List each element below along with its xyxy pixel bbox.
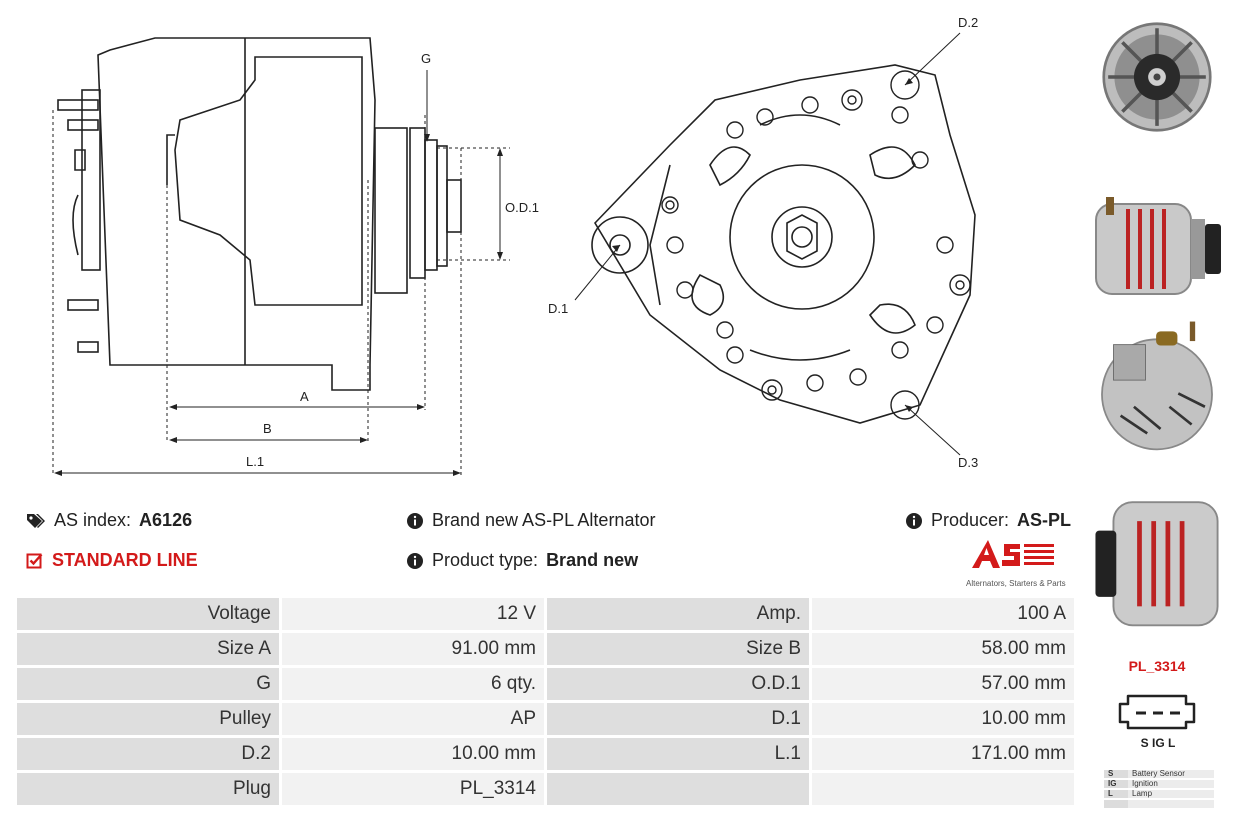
front-view-drawing: D.2 D.3 D.1 (548, 15, 978, 470)
spec-label (547, 773, 809, 805)
product-photo-rear (1101, 321, 1213, 451)
spec-label: Size A (17, 633, 279, 665)
as-pl-logo: Alternators, Starters & Parts (966, 538, 1068, 588)
producer-row: Producer: AS-PL (905, 510, 1071, 531)
producer-value: AS-PL (1017, 510, 1072, 530)
info-icon (906, 512, 922, 529)
legend-key: S (1104, 770, 1128, 778)
label-b: B (263, 421, 272, 436)
legend-key: L (1104, 790, 1128, 798)
label-d3: D.3 (958, 455, 978, 470)
product-photo-front (1102, 22, 1212, 132)
info-icon (407, 552, 423, 569)
as-index-label: AS index: (54, 510, 132, 530)
spec-label: Amp. (547, 598, 809, 630)
tags-icon (27, 513, 45, 528)
label-g: G (421, 51, 431, 66)
label-d2: D.2 (958, 15, 978, 30)
spec-label: G (17, 668, 279, 700)
spec-label: O.D.1 (547, 668, 809, 700)
standard-line-row: STANDARD LINE (26, 550, 198, 571)
info-icon (407, 512, 423, 529)
product-description: Brand new AS-PL Alternator (432, 510, 656, 530)
spec-label: Size B (547, 633, 809, 665)
spec-value: 100 A (812, 598, 1074, 630)
spec-label: D.1 (547, 703, 809, 735)
label-d1: D.1 (548, 301, 568, 316)
product-photo-side (1095, 197, 1221, 295)
standard-line-label: STANDARD LINE (52, 550, 198, 570)
legend-row (1104, 800, 1214, 808)
product-type-row: Product type: Brand new (406, 550, 638, 571)
product-type-value: Brand new (546, 550, 639, 570)
spec-value: AP (282, 703, 544, 735)
label-od1: O.D.1 (505, 200, 539, 215)
product-type-label: Product type: (432, 550, 539, 570)
spec-label: Pulley (17, 703, 279, 735)
side-view-drawing: G O.D.1 A B L.1 (52, 37, 539, 476)
as-logo-mark (972, 540, 1054, 568)
spec-value: 57.00 mm (812, 668, 1074, 700)
spec-value: 91.00 mm (282, 633, 544, 665)
as-index-row: AS index: A6126 (26, 510, 192, 531)
label-a: A (300, 389, 309, 404)
label-l1: L.1 (246, 454, 264, 469)
product-photo-angle (1095, 501, 1219, 627)
legend-key: IG (1104, 780, 1128, 788)
spec-value: 171.00 mm (812, 738, 1074, 770)
as-index-value: A6126 (139, 510, 193, 530)
spec-label: Voltage (17, 598, 279, 630)
spec-value: 10.00 mm (282, 738, 544, 770)
legend-value (1128, 800, 1214, 808)
spec-value: 6 qty. (282, 668, 544, 700)
spec-label: L.1 (547, 738, 809, 770)
legend-key (1104, 800, 1128, 808)
checkbox-icon (26, 553, 43, 568)
plug-name: PL_3314 (1128, 658, 1186, 674)
spec-value (812, 773, 1074, 805)
plug-diagram-icon: S IG L (1118, 694, 1196, 750)
spec-value: PL_3314 (282, 773, 544, 805)
description-row: Brand new AS-PL Alternator (406, 510, 655, 531)
logo-tagline: Alternators, Starters & Parts (966, 579, 1066, 588)
legend-value: Lamp (1128, 790, 1214, 798)
spec-label: D.2 (17, 738, 279, 770)
spec-value: 10.00 mm (812, 703, 1074, 735)
spec-value: 58.00 mm (812, 633, 1074, 665)
spec-label: Plug (17, 773, 279, 805)
producer-label: Producer: (931, 510, 1010, 530)
spec-value: 12 V (282, 598, 544, 630)
plug-pins: S IG L (1141, 736, 1176, 750)
legend-value: Battery Sensor (1128, 770, 1214, 778)
legend-value: Ignition (1128, 780, 1214, 788)
